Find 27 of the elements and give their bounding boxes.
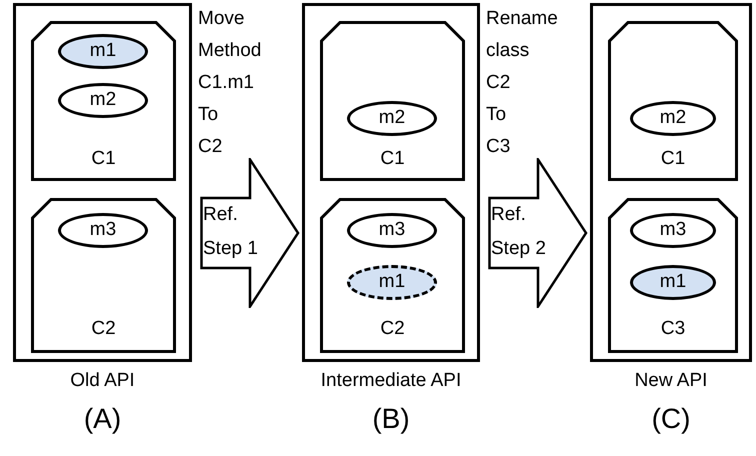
class-name: C2 bbox=[91, 317, 116, 341]
refactoring-note: Move Method C1.m1 To C2 bbox=[198, 7, 262, 159]
class-box bbox=[320, 198, 465, 353]
step-label: Ref. Step 2 bbox=[491, 203, 547, 261]
panel-letter: (A) bbox=[82, 402, 122, 436]
class-box bbox=[320, 21, 465, 181]
refactoring-note: Rename class C2 To C3 bbox=[486, 7, 559, 159]
api-panel bbox=[13, 3, 192, 362]
class-name: C2 bbox=[380, 317, 405, 341]
panel-caption: New API bbox=[634, 369, 708, 393]
class-name: C1 bbox=[660, 147, 686, 171]
api-panel bbox=[590, 3, 752, 362]
class-box bbox=[31, 21, 176, 181]
panel-letter: (C) bbox=[650, 402, 692, 436]
class-name: C3 bbox=[660, 317, 686, 341]
panel-letter: (B) bbox=[371, 402, 411, 436]
class-box bbox=[608, 21, 738, 181]
class-box bbox=[608, 198, 738, 353]
class-box bbox=[31, 198, 176, 353]
step-label: Ref. Step 1 bbox=[203, 203, 259, 261]
block-arrow bbox=[488, 158, 588, 308]
api-panel bbox=[302, 3, 480, 362]
panel-caption: Intermediate API bbox=[320, 369, 462, 393]
class-name: C1 bbox=[91, 147, 116, 171]
panel-caption: Old API bbox=[69, 369, 136, 393]
class-name: C1 bbox=[380, 147, 405, 171]
block-arrow bbox=[200, 158, 300, 308]
